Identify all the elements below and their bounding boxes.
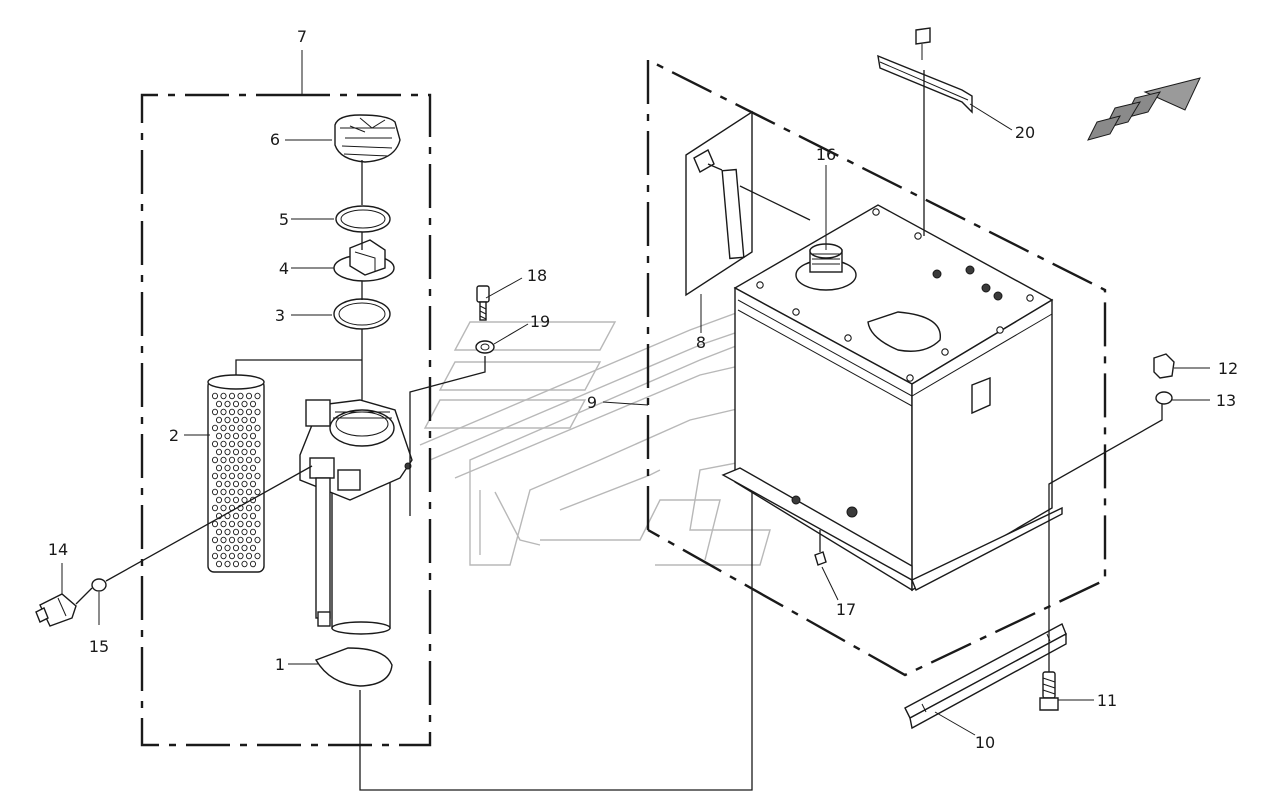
filter-element bbox=[207, 359, 362, 573]
washer-13 bbox=[1155, 391, 1173, 405]
callout-11: 11 bbox=[1097, 691, 1117, 710]
callout-3: 3 bbox=[275, 306, 285, 325]
tank-group-frame bbox=[646, 58, 1107, 677]
callout-20: 20 bbox=[1015, 123, 1035, 142]
spacer-insert bbox=[333, 239, 395, 282]
level-gauge bbox=[685, 110, 811, 297]
callout-6: 6 bbox=[270, 130, 280, 149]
tank-top-bolts bbox=[756, 208, 1034, 382]
gasket-flange bbox=[314, 647, 393, 687]
callout-5: 5 bbox=[279, 210, 289, 229]
callout-15: 15 bbox=[89, 637, 109, 656]
screw-18 bbox=[476, 285, 490, 321]
callout-19: 19 bbox=[530, 312, 550, 331]
callout-16: 16 bbox=[816, 145, 836, 164]
callout-1: 1 bbox=[275, 655, 285, 674]
callout-18: 18 bbox=[527, 266, 547, 285]
assembly-line-switch bbox=[75, 465, 313, 605]
callout-9: 9 bbox=[587, 393, 597, 412]
mounting-bar bbox=[904, 623, 1067, 730]
o-ring-upper-inner bbox=[340, 209, 386, 229]
leader-lines bbox=[61, 50, 1210, 736]
callout-7: 7 bbox=[297, 27, 307, 46]
screw-11 bbox=[1039, 671, 1059, 711]
filter-housing bbox=[299, 399, 413, 635]
callout-4: 4 bbox=[279, 259, 289, 278]
callout-17: 17 bbox=[836, 600, 856, 619]
callout-14: 14 bbox=[48, 540, 68, 559]
assembly-line-screw bbox=[409, 356, 486, 516]
filter-element-perforation bbox=[211, 392, 261, 568]
bracket-20 bbox=[877, 27, 973, 236]
callout-12: 12 bbox=[1218, 359, 1238, 378]
nut-12 bbox=[1153, 353, 1175, 379]
filter-group-frame bbox=[140, 93, 432, 747]
callout-2: 2 bbox=[169, 426, 179, 445]
seal-ring-14 bbox=[91, 578, 107, 592]
filler-cap bbox=[334, 114, 401, 163]
assembly-line-mount bbox=[1048, 404, 1163, 672]
washer-19 bbox=[475, 340, 495, 354]
o-ring-upper bbox=[335, 205, 391, 233]
o-ring-lower-inner bbox=[338, 302, 386, 326]
callout-13: 13 bbox=[1216, 391, 1236, 410]
callout-10: 10 bbox=[975, 733, 995, 752]
drain-plug bbox=[814, 530, 827, 566]
direction-arrow-icon bbox=[1087, 77, 1201, 141]
pressure-switch bbox=[35, 593, 77, 627]
hydraulic-tank bbox=[721, 204, 1063, 592]
callout-8: 8 bbox=[696, 333, 706, 352]
